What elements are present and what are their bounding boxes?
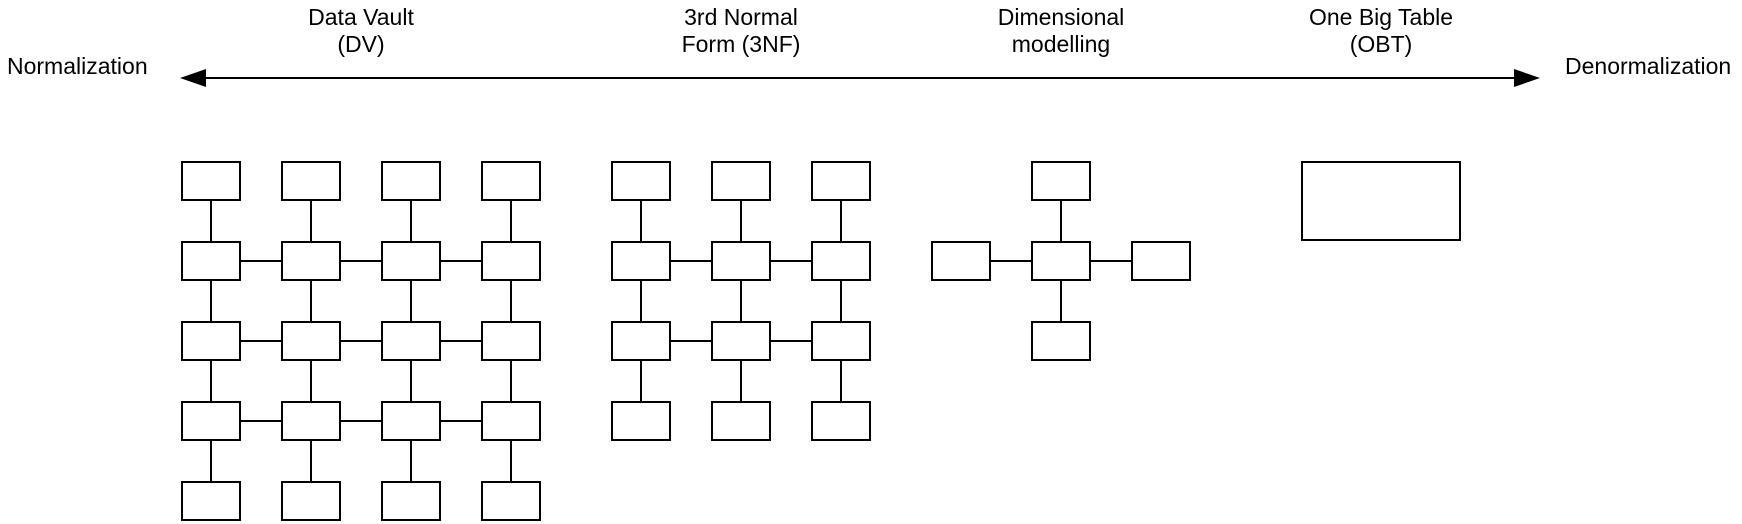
dimensional-model-schema-connector bbox=[1091, 260, 1131, 262]
data-vault-schema-table-box bbox=[281, 321, 341, 361]
data-vault-schema-connector bbox=[310, 441, 312, 481]
data-vault-schema-table-box bbox=[181, 401, 241, 441]
dimensional-model-schema-table-box bbox=[931, 241, 991, 281]
data-vault-schema-connector bbox=[310, 361, 312, 401]
third-normal-form-schema-table-box bbox=[811, 161, 871, 201]
data-vault-schema-connector bbox=[210, 281, 212, 321]
data-vault-schema-table-box bbox=[481, 161, 541, 201]
data-vault-schema-table-box bbox=[281, 401, 341, 441]
data-vault-schema-connector bbox=[210, 201, 212, 241]
dimensional-model-schema-table-box bbox=[1131, 241, 1191, 281]
arrow-head-right-icon bbox=[1514, 69, 1540, 87]
third-normal-form-schema-table-box bbox=[611, 161, 671, 201]
third-normal-form-schema-table-box bbox=[711, 161, 771, 201]
third-normal-form-schema-connector bbox=[640, 281, 642, 321]
data-vault-schema-table-box bbox=[381, 161, 441, 201]
third-normal-form-schema-connector bbox=[840, 201, 842, 241]
category-label-line1: One Big Table bbox=[1308, 4, 1454, 30]
third-normal-form-schema-connector bbox=[740, 361, 742, 401]
spectrum-arrow-line bbox=[196, 77, 1524, 79]
data-vault-schema-connector bbox=[241, 260, 281, 262]
arrow-head-left-icon bbox=[180, 69, 206, 87]
one-big-table-schema-table-box bbox=[1301, 161, 1461, 241]
data-vault-schema-connector bbox=[310, 281, 312, 321]
category-label-data-vault: Data Vault (DV) bbox=[308, 4, 414, 58]
third-normal-form-schema-table-box bbox=[811, 241, 871, 281]
third-normal-form-schema-connector bbox=[771, 340, 811, 342]
data-vault-schema-table-box bbox=[381, 241, 441, 281]
third-normal-form-schema-connector bbox=[640, 201, 642, 241]
data-vault-schema-connector bbox=[410, 201, 412, 241]
third-normal-form-schema-connector bbox=[771, 260, 811, 262]
data-vault-schema-table-box bbox=[181, 161, 241, 201]
data-vault-schema-connector bbox=[210, 361, 212, 401]
third-normal-form-schema-table-box bbox=[711, 321, 771, 361]
data-vault-schema-table-box bbox=[181, 481, 241, 521]
dimensional-model-schema-table-box bbox=[1031, 161, 1091, 201]
category-label-line1: Dimensional bbox=[997, 4, 1125, 30]
third-normal-form-schema-table-box bbox=[611, 321, 671, 361]
data-vault-schema-table-box bbox=[281, 161, 341, 201]
third-normal-form-schema-table-box bbox=[711, 401, 771, 441]
data-vault-schema-table-box bbox=[281, 241, 341, 281]
third-normal-form-schema-table-box bbox=[611, 401, 671, 441]
third-normal-form-schema-connector bbox=[671, 260, 711, 262]
category-label-obt: One Big Table (OBT) bbox=[1309, 4, 1453, 58]
data-vault-schema-connector bbox=[510, 361, 512, 401]
dimensional-model-schema-connector bbox=[991, 260, 1031, 262]
data-vault-schema-table-box bbox=[381, 321, 441, 361]
dimensional-model-schema-table-box bbox=[1031, 321, 1091, 361]
data-vault-schema-connector bbox=[341, 340, 381, 342]
third-normal-form-schema-connector bbox=[840, 281, 842, 321]
category-label-line1: 3rd Normal bbox=[684, 4, 798, 30]
data-vault-schema-connector bbox=[410, 441, 412, 481]
data-vault-schema-table-box bbox=[481, 241, 541, 281]
third-normal-form-schema-connector bbox=[840, 361, 842, 401]
category-label-line2: (OBT) bbox=[1349, 31, 1413, 57]
data-vault-schema-connector bbox=[510, 201, 512, 241]
data-vault-schema-connector bbox=[410, 361, 412, 401]
data-vault-schema-table-box bbox=[181, 321, 241, 361]
third-normal-form-schema-table-box bbox=[811, 321, 871, 361]
data-vault-schema-table-box bbox=[381, 481, 441, 521]
data-vault-schema-table-box bbox=[181, 241, 241, 281]
category-label-3nf: 3rd Normal Form (3NF) bbox=[682, 4, 801, 58]
category-label-line2: (DV) bbox=[337, 31, 385, 57]
third-normal-form-schema-connector bbox=[740, 281, 742, 321]
third-normal-form-schema-table-box bbox=[611, 241, 671, 281]
data-vault-schema-table-box bbox=[481, 401, 541, 441]
data-vault-schema-table-box bbox=[381, 401, 441, 441]
data-vault-schema-connector bbox=[510, 281, 512, 321]
dimensional-model-schema-table-box bbox=[1031, 241, 1091, 281]
data-vault-schema-connector bbox=[210, 441, 212, 481]
dimensional-model-schema-connector bbox=[1060, 281, 1062, 321]
category-label-line2: modelling bbox=[1011, 31, 1111, 57]
category-label-dimensional: Dimensional modelling bbox=[998, 4, 1125, 58]
dimensional-model-schema-connector bbox=[1060, 201, 1062, 241]
third-normal-form-schema-table-box bbox=[811, 401, 871, 441]
data-vault-schema-table-box bbox=[481, 481, 541, 521]
third-normal-form-schema-connector bbox=[640, 361, 642, 401]
denormalization-label: Denormalization bbox=[1565, 53, 1732, 79]
data-vault-schema-table-box bbox=[481, 321, 541, 361]
third-normal-form-schema-connector bbox=[740, 201, 742, 241]
third-normal-form-schema-table-box bbox=[711, 241, 771, 281]
data-vault-schema-connector bbox=[241, 420, 281, 422]
data-vault-schema-connector bbox=[441, 340, 481, 342]
third-normal-form-schema-connector bbox=[671, 340, 711, 342]
data-vault-schema-connector bbox=[341, 260, 381, 262]
data-vault-schema-table-box bbox=[281, 481, 341, 521]
data-vault-schema-connector bbox=[441, 260, 481, 262]
data-vault-schema-connector bbox=[341, 420, 381, 422]
category-label-line1: Data Vault bbox=[308, 4, 414, 30]
data-vault-schema-connector bbox=[441, 420, 481, 422]
data-vault-schema-connector bbox=[241, 340, 281, 342]
data-vault-schema-connector bbox=[310, 201, 312, 241]
data-vault-schema-connector bbox=[410, 281, 412, 321]
category-label-line2: Form (3NF) bbox=[681, 31, 801, 57]
data-vault-schema-connector bbox=[510, 441, 512, 481]
normalization-label: Normalization bbox=[7, 53, 148, 79]
